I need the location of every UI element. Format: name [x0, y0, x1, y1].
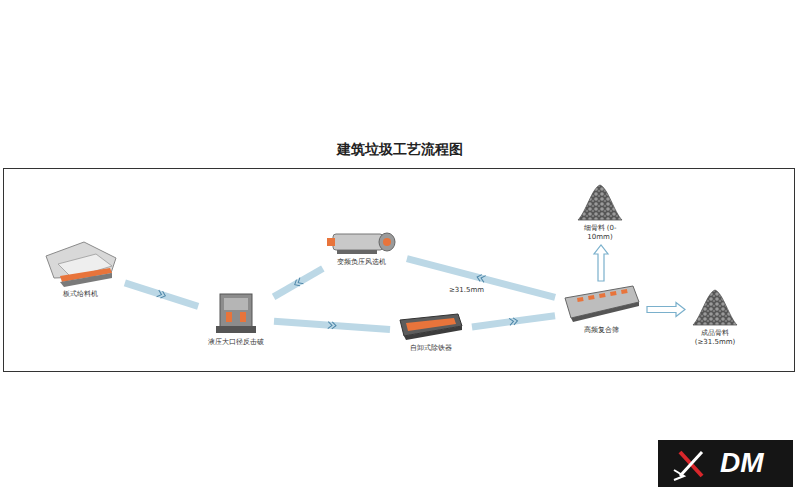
machine-node: 自卸式除铁器 — [393, 312, 469, 353]
separator-drum — [333, 234, 383, 250]
separator-base — [337, 250, 377, 254]
frame-border — [3, 168, 795, 372]
conveyor-band — [472, 316, 555, 327]
aggregate-pile — [578, 185, 622, 220]
conveyor-band — [125, 283, 198, 306]
machine-node: 成品骨料 (≥31.5mm) — [688, 287, 742, 347]
machine-node: 液压大口径反击破 — [201, 290, 271, 347]
flow-chevron — [509, 317, 518, 325]
logo-badge: DM — [658, 440, 793, 487]
machine-node: 变频负压风选机 — [318, 226, 404, 267]
iron-remover-base — [404, 326, 462, 340]
machine-illustration — [212, 290, 260, 336]
inlet-accent — [327, 238, 335, 246]
crusher-accent — [226, 312, 232, 322]
machine-illustration — [576, 182, 624, 222]
crusher-base — [216, 326, 256, 333]
screen-deck-mark — [588, 295, 595, 300]
machine-illustration — [561, 284, 641, 324]
fan-accent — [383, 238, 391, 246]
flow-chevron — [293, 278, 303, 288]
machine-label: 板式给料机 — [61, 290, 100, 299]
hollow-arrow — [647, 303, 685, 317]
machine-label: 成品骨料 (≥31.5mm) — [693, 329, 738, 347]
machine-label: 高频复合筛 — [582, 326, 621, 335]
fan-housing — [379, 233, 395, 251]
conveyor-band — [407, 259, 555, 298]
crusher-top — [224, 298, 248, 310]
flow-chevron — [328, 322, 336, 330]
machine-label: 变频负压风选机 — [335, 258, 388, 267]
aggregate-pile — [693, 290, 737, 325]
screen-deck-mark — [577, 297, 584, 302]
machine-label: 自卸式除铁器 — [408, 344, 454, 353]
watermark-text: DM — [720, 447, 764, 479]
band-line — [407, 259, 555, 298]
logo-mark — [658, 440, 718, 487]
screen-base — [571, 302, 639, 322]
screen-deck-mark — [610, 291, 617, 296]
machine-illustration — [691, 287, 739, 327]
conveyor-band — [274, 268, 323, 296]
flow-chevron — [157, 290, 167, 299]
band-line — [125, 283, 198, 306]
screen-deck-mark — [621, 289, 628, 294]
machine-label: 液压大口径反击破 — [206, 338, 266, 347]
feeder-frame — [60, 273, 112, 287]
flow-chevron — [476, 274, 486, 283]
machine-illustration — [40, 238, 120, 288]
conveyor-band — [274, 321, 390, 329]
crusher-accent — [240, 312, 246, 322]
machine-node: 细骨料 (0-10mm) — [574, 182, 626, 242]
machine-illustration — [396, 312, 466, 342]
machine-illustration — [323, 226, 399, 256]
output-arrow — [647, 303, 685, 317]
machine-label: 细骨料 (0-10mm) — [582, 224, 619, 242]
hollow-arrow — [594, 245, 608, 281]
machine-node: 板式给料机 — [38, 238, 122, 299]
band-line — [472, 316, 555, 327]
band-line — [274, 321, 390, 329]
diagram-title: 建筑垃圾工艺流程图 — [0, 141, 800, 159]
band-line — [274, 268, 323, 296]
output-arrow — [594, 245, 608, 281]
edge-label: ≥31.5mm — [448, 286, 485, 295]
machine-node: 高频复合筛 — [558, 284, 644, 335]
screen-deck-mark — [599, 293, 606, 298]
